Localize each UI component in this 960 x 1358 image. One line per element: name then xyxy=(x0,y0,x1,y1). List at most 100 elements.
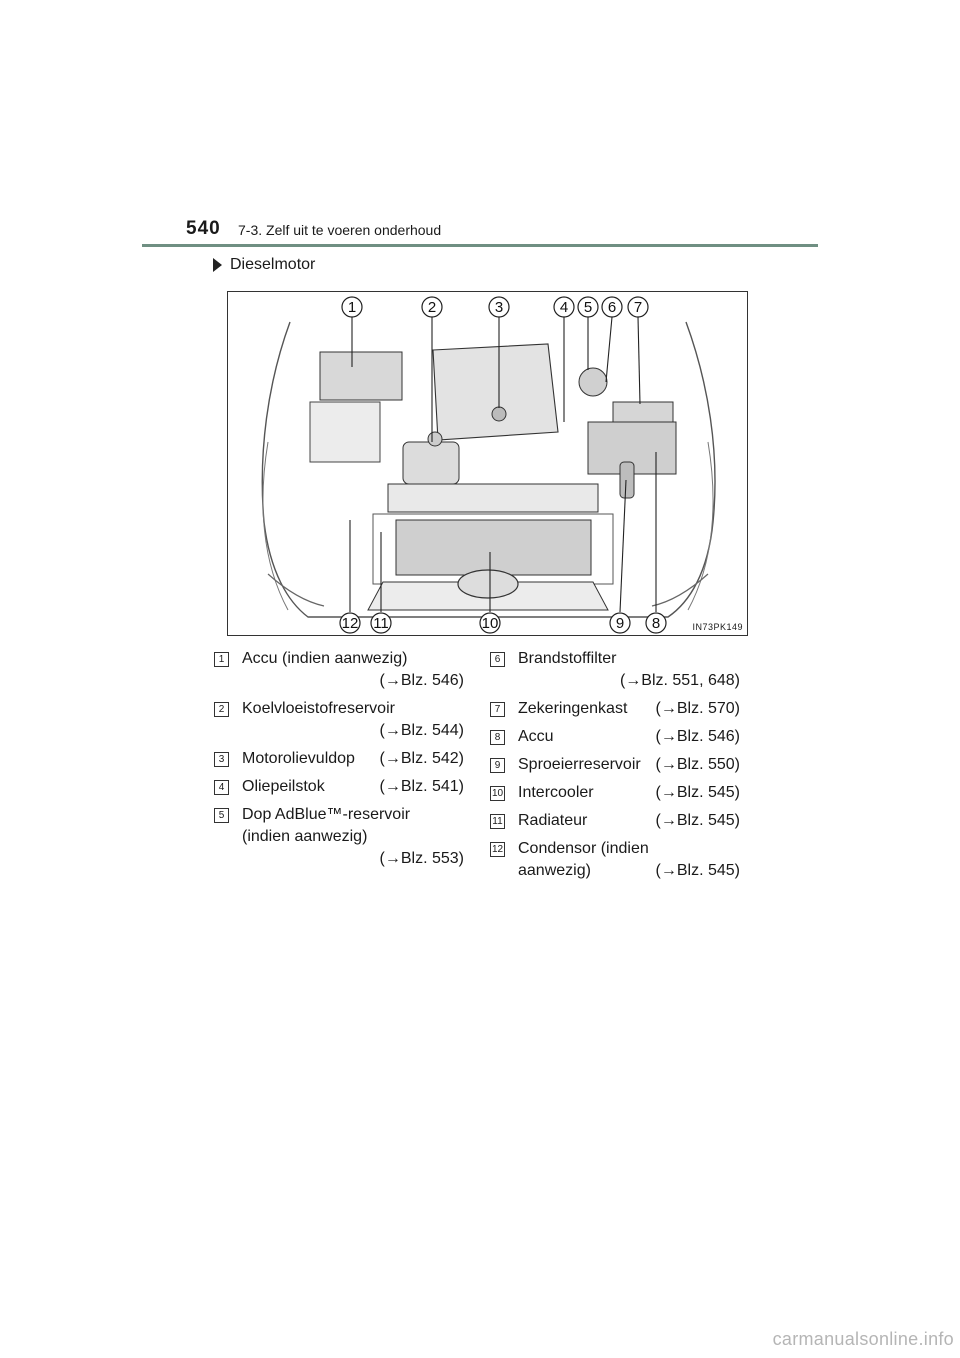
legend-item: 6 Brandstoffilter (→Blz. 551, 648) xyxy=(490,648,740,692)
emblem xyxy=(457,569,519,599)
section-heading: Dieselmotor xyxy=(213,256,315,274)
legend-label-row: Sproeierreservoir (→Blz. 550) xyxy=(490,754,740,776)
intercooler-shape xyxy=(395,519,592,576)
legend-label: Zekeringenkast xyxy=(518,700,628,717)
callout-9-label: 9 xyxy=(616,615,624,632)
washer-reservoir-shape xyxy=(619,461,635,499)
legend-label-row: aanwezig) (→Blz. 545) xyxy=(490,860,740,882)
legend-ref: (→Blz. 541) xyxy=(379,778,464,795)
legend-label: Brandstoffilter xyxy=(518,650,617,667)
legend-ref: (→Blz. 545) xyxy=(655,812,740,829)
leader-6 xyxy=(605,316,613,383)
legend-item: 12 Condensor (indien aanwezig) (→Blz. 54… xyxy=(490,838,740,882)
legend-label-line2: (indien aanwezig) xyxy=(242,828,368,845)
legend-item: 5 Dop AdBlue™-reservoir (indien aanwezig… xyxy=(214,804,464,870)
legend-number: 1 xyxy=(214,652,229,667)
legend-item: 2 Koelvloeistofreservoir (→Blz. 544) xyxy=(214,698,464,742)
legend-number: 3 xyxy=(214,752,229,767)
legend-item: 11 Radiateur (→Blz. 545) xyxy=(490,810,740,832)
callout-12: 12 xyxy=(339,612,361,634)
legend-label-row: Accu (→Blz. 546) xyxy=(490,726,740,748)
legend-label-row: Radiateur (→Blz. 545) xyxy=(490,810,740,832)
legend-label: Accu xyxy=(518,728,554,745)
callout-1: 1 xyxy=(341,296,363,318)
legend-item: 4 Oliepeilstok (→Blz. 541) xyxy=(214,776,464,798)
legend-number: 5 xyxy=(214,808,229,823)
callout-3-label: 3 xyxy=(495,299,503,316)
headlight-left xyxy=(267,573,325,607)
callout-7: 7 xyxy=(627,296,649,318)
legend-label: Sproeierreservoir xyxy=(518,756,641,773)
coolant-reservoir-shape xyxy=(402,441,460,485)
legend-ref: (→Blz. 550) xyxy=(655,756,740,773)
figure-code: IN73PK149 xyxy=(692,622,743,632)
legend-ref: (→Blz. 545) xyxy=(655,862,740,879)
fuel-filter-shape xyxy=(578,367,608,397)
battery-left xyxy=(319,351,403,401)
legend-number: 4 xyxy=(214,780,229,795)
legend-number: 12 xyxy=(490,842,505,857)
legend-right: 6 Brandstoffilter (→Blz. 551, 648) 7 Zek… xyxy=(490,648,740,888)
callout-10-label: 10 xyxy=(482,615,499,632)
callout-4-label: 4 xyxy=(560,299,568,316)
engine-figure: 1 2 3 4 5 6 7 12 11 10 9 8 IN73PK149 xyxy=(227,291,748,636)
header-rule xyxy=(142,244,818,247)
triangle-bullet-icon xyxy=(213,258,222,272)
legend-ref: (→Blz. 542) xyxy=(379,750,464,767)
callout-11-label: 11 xyxy=(373,615,389,632)
legend-label-row: Intercooler (→Blz. 545) xyxy=(490,782,740,804)
chapter-title: 7-3. Zelf uit te voeren onderhoud xyxy=(238,222,442,238)
fender-left xyxy=(262,441,289,611)
legend-label-row: Motorolievuldop (→Blz. 542) xyxy=(214,748,464,770)
legend-label-line2: aanwezig) xyxy=(518,862,591,879)
legend-label: Koelvloeistofreservoir xyxy=(242,700,395,717)
fender-right xyxy=(687,441,714,611)
page-number: 540 xyxy=(186,218,221,239)
watermark: carmanualsonline.info xyxy=(772,1329,954,1349)
callout-3: 3 xyxy=(488,296,510,318)
legend-ref: (→Blz. 570) xyxy=(655,700,740,717)
legend-number: 6 xyxy=(490,652,505,667)
legend-left: 1 Accu (indien aanwezig) (→Blz. 546) 2 K… xyxy=(214,648,464,876)
legend-ref: (→Blz. 545) xyxy=(655,784,740,801)
legend-item: 8 Accu (→Blz. 546) xyxy=(490,726,740,748)
callout-5: 5 xyxy=(577,296,599,318)
legend-label: Dop AdBlue™-reservoir xyxy=(242,806,411,823)
legend-label: Motorolievuldop xyxy=(242,750,355,767)
legend-label: Condensor (indien xyxy=(518,840,649,857)
callout-7-label: 7 xyxy=(634,299,642,316)
legend-item: 3 Motorolievuldop (→Blz. 542) xyxy=(214,748,464,770)
callout-8-label: 8 xyxy=(652,615,660,632)
legend-label: Intercooler xyxy=(518,784,594,801)
leader-9 xyxy=(619,479,627,613)
callout-10: 10 xyxy=(479,612,501,634)
callout-2-label: 2 xyxy=(428,299,436,316)
legend-item: 7 Zekeringenkast (→Blz. 570) xyxy=(490,698,740,720)
callout-8: 8 xyxy=(645,612,667,634)
section-heading-text: Dieselmotor xyxy=(230,256,316,273)
callout-1-label: 1 xyxy=(348,299,356,316)
legend-label: Radiateur xyxy=(518,812,588,829)
legend-ref: (→Blz. 546) xyxy=(379,672,464,689)
engine-illustration: 1 2 3 4 5 6 7 12 11 10 9 8 xyxy=(261,296,716,634)
legend-item: 1 Accu (indien aanwezig) (→Blz. 546) xyxy=(214,648,464,692)
legend-item: 9 Sproeierreservoir (→Blz. 550) xyxy=(490,754,740,776)
legend-number: 8 xyxy=(490,730,505,745)
coolant-cap xyxy=(427,431,443,447)
engine-cover xyxy=(432,343,559,441)
leader-7 xyxy=(637,316,641,405)
legend-ref: (→Blz. 544) xyxy=(379,722,464,739)
legend-ref: (→Blz. 553) xyxy=(379,850,464,867)
callout-12-label: 12 xyxy=(342,615,359,632)
oil-filler-cap xyxy=(491,406,507,422)
headlight-right xyxy=(651,573,709,607)
callout-5-label: 5 xyxy=(584,299,592,316)
legend-label-row: Oliepeilstok (→Blz. 541) xyxy=(214,776,464,798)
callout-4: 4 xyxy=(553,296,575,318)
legend-number: 11 xyxy=(490,814,505,829)
legend-label: Accu (indien aanwezig) xyxy=(242,650,408,667)
legend-number: 7 xyxy=(490,702,505,717)
callout-2: 2 xyxy=(421,296,443,318)
legend-label-row: Zekeringenkast (→Blz. 570) xyxy=(490,698,740,720)
callout-11: 11 xyxy=(370,612,392,634)
